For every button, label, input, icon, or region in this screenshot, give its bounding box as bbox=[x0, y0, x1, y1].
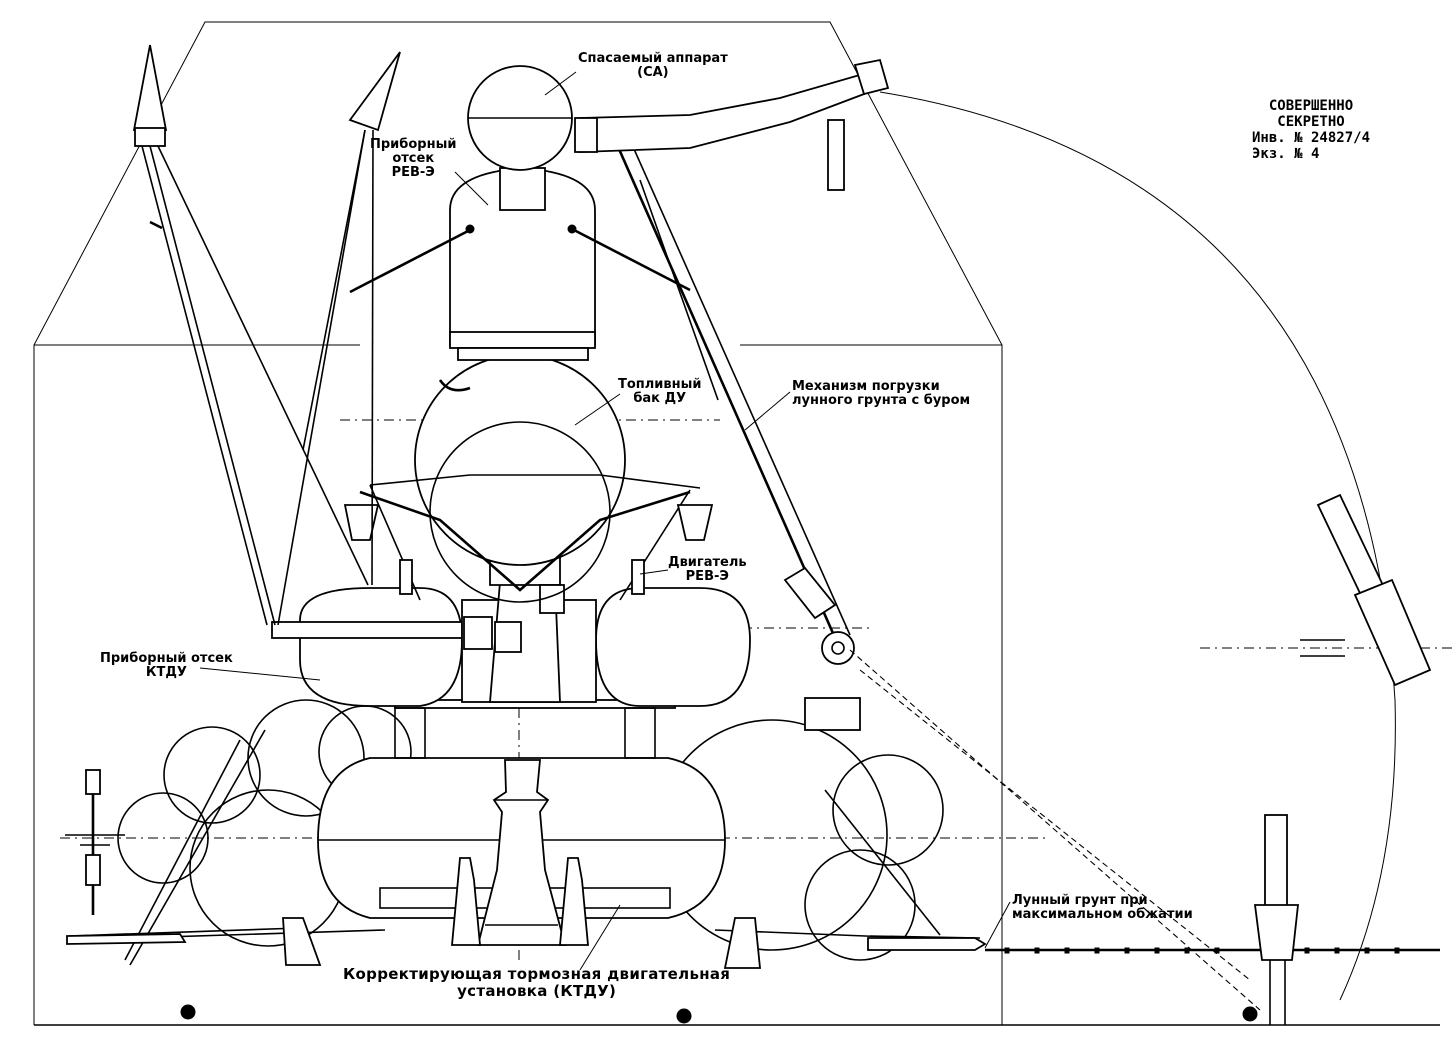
label-lunar-soil: Лунный грунт при максимальном обжатии bbox=[1012, 893, 1193, 922]
upper-stage bbox=[349, 65, 691, 361]
fairing-outline bbox=[33, 21, 1003, 1025]
label-fuel-tank: Топливный бак ДУ bbox=[618, 377, 702, 406]
drill-arm bbox=[574, 58, 1261, 1011]
drill-extended bbox=[1253, 493, 1432, 1025]
label-descent-module: Спасаемый аппарат (СА) bbox=[578, 51, 728, 80]
drill-swing-arc bbox=[879, 91, 1396, 1001]
antenna-masts bbox=[132, 44, 401, 626]
secrecy-stamp: СОВЕРШЕННО СЕКРЕТНО Инв. № 24827/4 Экз. … bbox=[1252, 98, 1371, 162]
label-ktdu: Корректирующая тормозная двигательная ус… bbox=[343, 965, 731, 1000]
ground-marks bbox=[180, 1004, 1258, 1024]
label-instrument-bay-ktdu: Приборный отсек КТДУ bbox=[100, 651, 233, 680]
label-engine: Двигатель РЕВ-Э bbox=[668, 555, 747, 584]
label-instrument-bay-ret: Приборный отсек РЕВ-Э bbox=[370, 137, 457, 180]
deck bbox=[394, 699, 676, 759]
ktdu-stage bbox=[65, 699, 987, 969]
mid-stage bbox=[271, 354, 751, 707]
label-soil-mechanism: Механизм погрузки лунного грунта с буром bbox=[792, 379, 971, 408]
center-lines bbox=[60, 70, 1456, 960]
